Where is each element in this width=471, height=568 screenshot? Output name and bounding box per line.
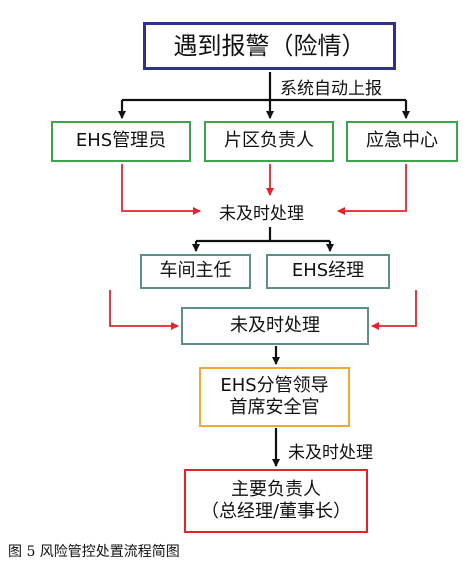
not-timely-label-2: 未及时处理 <box>230 314 320 336</box>
ehs-admin-box: EHS管理员 <box>51 121 191 162</box>
alarm-label: 遇到报警（险情） <box>173 32 366 60</box>
arrow-roles-to-delay-1 <box>121 164 407 215</box>
figure-caption: 图 5 风险管控处置流程简图 <box>8 544 180 560</box>
ehs-manager-box: EHS经理 <box>266 254 390 289</box>
emergency-center-label: 应急中心 <box>366 130 438 152</box>
auto-report-label: 系统自动上报 <box>280 79 382 99</box>
ehs-leader-label-2: 首席安全官 <box>229 397 320 418</box>
not-timely-box-2: 未及时处理 <box>181 307 369 345</box>
ehs-admin-label: EHS管理员 <box>75 130 167 152</box>
ehs-leader-label-1: EHS分管领导 <box>220 374 329 396</box>
workshop-director-label: 车间主任 <box>159 260 232 282</box>
area-lead-label: 片区负责人 <box>224 130 314 152</box>
not-timely-label-1: 未及时处理 <box>219 204 304 224</box>
workshop-director-box: 车间主任 <box>140 254 251 289</box>
area-lead-box: 片区负责人 <box>204 121 334 162</box>
emergency-center-box: 应急中心 <box>346 121 458 162</box>
top-lead-label-1: 主要负责人 <box>231 478 321 500</box>
arrow-alarm-to-roles <box>118 72 410 119</box>
ehs-leader-box: EHS分管领导 首席安全官 <box>199 367 350 427</box>
top-lead-box: 主要负责人 （总经理/董事长） <box>184 469 368 533</box>
arrow-delay-1-to-managers <box>192 227 334 252</box>
arrow-managers-to-delay-2 <box>109 290 417 330</box>
ehs-manager-label: EHS经理 <box>291 260 365 282</box>
alarm-box: 遇到报警（险情） <box>143 22 396 70</box>
top-lead-label-2: （总经理/董事长） <box>200 501 352 522</box>
not-timely-label-3: 未及时处理 <box>288 443 373 463</box>
